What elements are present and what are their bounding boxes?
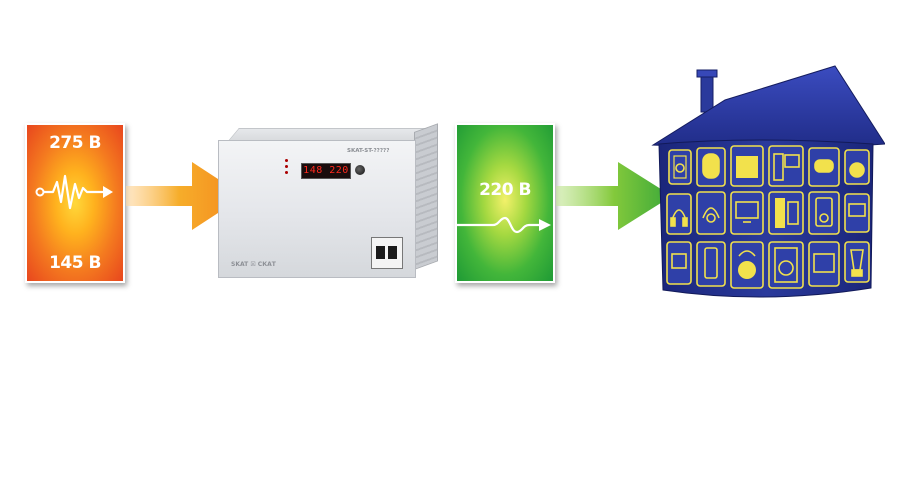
house-with-appliances: [651, 65, 885, 298]
headset-icon: [696, 191, 726, 235]
speaker-system-icon: [768, 191, 804, 235]
vacuum-robot-icon: [844, 149, 870, 185]
device-front-panel: SKAT-ST-????? 148 220 SKAT ☒ СКАТ: [218, 140, 416, 278]
input-voltage-box: 275 В 145 В: [25, 123, 125, 283]
computer-icon: [768, 145, 804, 187]
circuit-breaker-icon: [371, 237, 403, 269]
tv-icon: [730, 191, 764, 235]
printer-icon: [666, 241, 692, 285]
phone-icon: [696, 241, 726, 287]
headphones-icon: [666, 193, 692, 235]
unstable-voltage-waveform-icon: [35, 174, 113, 210]
oven-icon: [808, 241, 840, 287]
washer-icon: [768, 241, 804, 289]
chimney-icon: [700, 73, 714, 113]
appliance-tiles: [666, 145, 870, 289]
vacuum-cleaner-icon: [730, 241, 764, 289]
input-min-voltage: 145 В: [49, 253, 101, 273]
device-brand: SKAT ☒ СКАТ: [231, 261, 276, 268]
roof-icon: [651, 65, 885, 151]
output-to-house-arrow: [556, 162, 672, 230]
device-model-label: SKAT-ST-?????: [347, 148, 390, 154]
game-controller-icon: [808, 147, 840, 187]
device-display: 148 220: [301, 163, 351, 179]
music-player-icon: [808, 191, 840, 235]
input-max-voltage: 275 В: [49, 133, 101, 153]
output-voltage: 220 В: [479, 180, 531, 200]
voltage-stabilizer-device: SKAT-ST-????? 148 220 SKAT ☒ СКАТ: [218, 123, 438, 278]
blender-icon: [844, 241, 870, 283]
monitor-icon: [844, 193, 870, 233]
microwave-icon: [730, 145, 764, 187]
breaker-lever-icon: [376, 246, 385, 259]
device-side-vents: [414, 123, 438, 271]
device-knob-icon: [355, 165, 365, 175]
washing-machine-icon: [668, 149, 692, 185]
water-heater-icon: [696, 147, 726, 187]
output-voltage-box: 220 В: [455, 123, 555, 283]
stable-voltage-waveform-icon: [457, 216, 551, 234]
breaker-lever-icon: [388, 246, 397, 259]
input-to-device-arrow: [126, 162, 244, 230]
